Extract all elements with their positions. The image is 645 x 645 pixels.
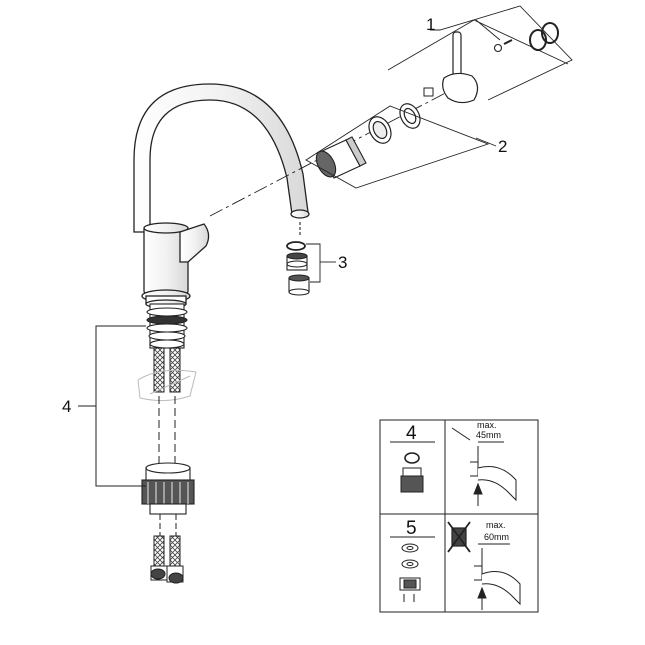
callout-2-frame: [305, 105, 497, 189]
spout-tip: [290, 209, 310, 219]
adapter-piece: [423, 87, 434, 97]
table-row-1-max-value: 45mm: [476, 430, 501, 440]
callout-1: 1: [426, 15, 435, 34]
lever-stub: [179, 223, 210, 263]
table-row-2-parts-icon: [399, 543, 421, 602]
mounting-nut: [141, 462, 195, 515]
faucet-body: [133, 83, 310, 309]
table-row-2-crossed-nut-icon: [447, 521, 471, 553]
callout-1-frame: [387, 5, 573, 101]
table-row-2-number: 5: [406, 518, 417, 539]
callout-4-bracket: [78, 325, 146, 487]
table-row-1-dimension: [451, 427, 517, 506]
small-parts: [493, 22, 559, 53]
callout-3: 3: [338, 253, 347, 272]
table-row-1-max-label: max.: [477, 420, 497, 430]
spout: [133, 83, 309, 233]
callout-3-bracket: [306, 243, 336, 283]
table-row-1-number: 4: [406, 423, 417, 444]
table-row-1-nut-icon: [400, 452, 424, 493]
installation-table: [379, 419, 539, 613]
table-row-2-dimension: [474, 543, 521, 610]
bonnet-nut: [368, 116, 392, 144]
callout-2: 2: [498, 137, 507, 156]
hose-ends: [150, 514, 184, 584]
table-row-2-max-value: 60mm: [484, 532, 509, 542]
supply-hoses: [137, 347, 197, 470]
cartridge: [315, 136, 367, 179]
lever-handle: [442, 31, 479, 104]
washer-ring: [399, 103, 421, 129]
table-row-2-max-label: max.: [486, 520, 506, 530]
threaded-shank: [146, 303, 188, 349]
callout-4: 4: [62, 397, 71, 416]
aerator-set: [286, 222, 310, 296]
